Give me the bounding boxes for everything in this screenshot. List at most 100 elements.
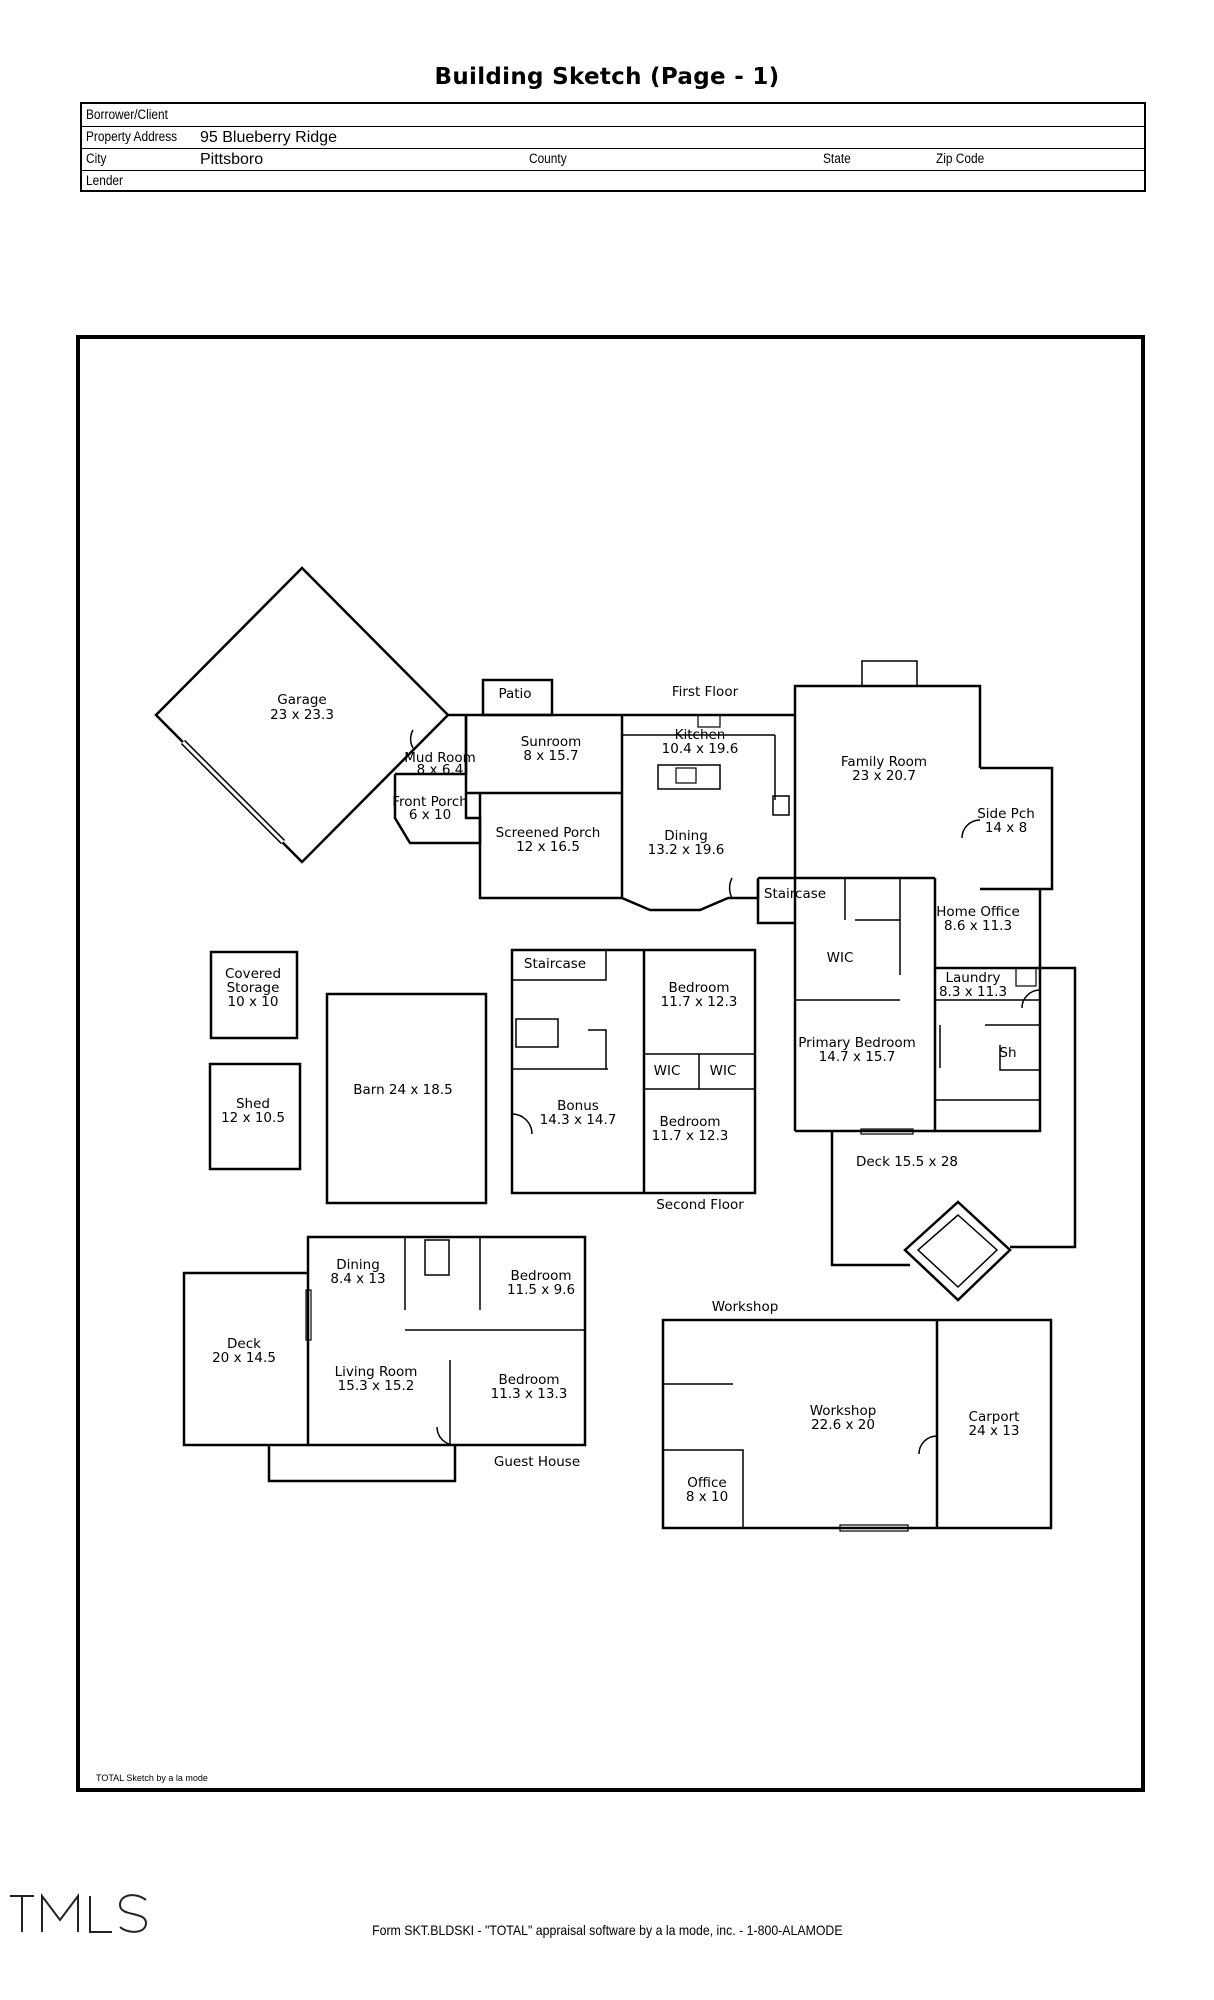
address-value: 95 Blueberry Ridge — [200, 129, 337, 146]
dining-name: Dining — [664, 828, 708, 844]
office-name: Office — [687, 1475, 726, 1491]
gh-deck-outline — [182, 1271, 308, 1447]
fridge-box — [772, 795, 790, 816]
side-pch-dims: 14 x 8 — [985, 820, 1027, 836]
hot-tub-inner — [916, 1213, 999, 1289]
home-office-name: Home Office — [936, 904, 1020, 920]
gh-deck-name: Deck — [227, 1336, 261, 1352]
sketch-frame — [76, 335, 1145, 1792]
state-label: State — [823, 151, 851, 166]
workshop-dims: 22.6 x 20 — [811, 1417, 875, 1433]
deck-main-name: Deck 15.5 x 28 — [856, 1154, 958, 1170]
sketch-credit: TOTAL Sketch by a la mode — [96, 1773, 208, 1783]
dining-door-swing — [728, 877, 733, 899]
primary-bedroom-dims: 14.7 x 15.7 — [819, 1049, 896, 1065]
header-row-address: Property Address 95 Blueberry Ridge — [82, 126, 1144, 149]
page-title: Building Sketch (Page - 1) — [434, 64, 780, 90]
carport-door-swing — [918, 1435, 938, 1455]
bathtub-2 — [515, 1018, 559, 1048]
gh-bedroom-b-dims: 11.3 x 13.3 — [491, 1386, 568, 1402]
side-porch-door-swing — [961, 819, 981, 839]
first-floor-label: First Floor — [672, 684, 739, 700]
covered-storage-name-part: Covered — [225, 966, 281, 982]
front-porch-name: Front Porch — [392, 794, 468, 810]
staircase-outline — [756, 878, 795, 925]
staircase-2-outline — [512, 950, 607, 981]
header-row-city: City Pittsboro County State Zip Code — [82, 148, 1144, 171]
primary-bedroom-name: Primary Bedroom — [798, 1035, 916, 1051]
address-label: Property Address — [86, 129, 178, 144]
kitchen-name: Kitchen — [675, 727, 726, 743]
kitchen-sink — [697, 714, 721, 728]
hot-tub-outer — [903, 1200, 1012, 1302]
city-value: Pittsboro — [200, 151, 264, 168]
gh-slider — [305, 1289, 312, 1341]
primary-bath-outline — [933, 968, 1042, 1133]
garage-door-inner — [181, 740, 285, 844]
family-room-dims: 23 x 20.7 — [852, 768, 916, 784]
wic-2a-name: WIC — [654, 1063, 681, 1079]
guest-house-label: Guest House — [494, 1454, 580, 1470]
gh-door-swing — [436, 1426, 456, 1446]
borrower-label: Borrower/Client — [86, 107, 168, 122]
family-room-name: Family Room — [841, 754, 927, 770]
footer: Form SKT.BLDSKI - "TOTAL" appraisal soft… — [0, 1922, 1214, 1938]
workshop-door — [839, 1524, 909, 1532]
carport-name: Carport — [969, 1409, 1020, 1425]
garage-name: Garage — [277, 692, 326, 708]
bedroom-2b-name: Bedroom — [659, 1114, 720, 1130]
mud-room-name: Mud Room — [404, 750, 476, 766]
screened-porch-name: Screened Porch — [496, 825, 601, 841]
front-porch-dims: 6 x 10 — [409, 807, 451, 823]
mud-room-dims: 8 x 6.4 — [417, 762, 464, 778]
laundry-door-swing — [1021, 989, 1041, 1009]
wic-2b-name: WIC — [710, 1063, 737, 1079]
deck-right — [1010, 966, 1077, 1249]
garage-outline — [154, 566, 450, 864]
wic-main-name: WIC — [827, 950, 854, 966]
covered-storage-name-part: Storage — [227, 980, 280, 996]
covered-storage-dims: 10 x 10 — [228, 994, 279, 1010]
deck-left — [830, 1131, 910, 1267]
covered-storage-outline — [209, 950, 299, 1040]
laundry-sink — [1015, 967, 1037, 987]
city-label: City — [86, 151, 107, 166]
shed-name: Shed — [236, 1096, 270, 1112]
tmls-logo — [4, 1886, 154, 1941]
header-row-borrower: Borrower/Client — [82, 104, 1144, 127]
second-floor-outline — [510, 948, 757, 1195]
guest-house-outline — [306, 1235, 587, 1447]
bonus-dims: 14.3 x 14.7 — [540, 1112, 617, 1128]
fireplace — [861, 660, 918, 687]
office-dims: 8 x 10 — [686, 1489, 728, 1505]
workshop-outline — [661, 1318, 1053, 1530]
header-table: Borrower/Client Property Address 95 Blue… — [80, 102, 1146, 192]
gh-bedroom-a-dims: 11.5 x 9.6 — [507, 1282, 575, 1298]
side-porch-outline — [980, 766, 1054, 891]
laundry-name: Laundry — [945, 970, 1000, 986]
bedroom-2a-name: Bedroom — [668, 980, 729, 996]
gh-living-dims: 15.3 x 15.2 — [338, 1378, 415, 1394]
sh-name: Sh — [999, 1045, 1016, 1061]
header-row-lender: Lender — [82, 170, 1144, 192]
county-label: County — [529, 151, 567, 166]
mud-room-door-swing — [409, 729, 414, 749]
workshop-section-label: Workshop — [712, 1299, 779, 1315]
second-floor-label: Second Floor — [656, 1197, 744, 1213]
gh-deck-dims: 20 x 14.5 — [212, 1350, 276, 1366]
sunroom-name: Sunroom — [521, 734, 582, 750]
garage-dims: 23 x 23.3 — [270, 707, 334, 723]
office-outline — [663, 1449, 744, 1528]
screened-porch-outline — [478, 715, 624, 900]
gh-bedroom-a-name: Bedroom — [510, 1268, 571, 1284]
home-office-outline — [933, 878, 1042, 970]
tmls-logo-mark — [10, 1893, 148, 1933]
slider-door — [860, 1128, 914, 1135]
gh-dining-name: Dining — [336, 1257, 380, 1273]
footer-text: Form SKT.BLDSKI - "TOTAL" appraisal soft… — [371, 1922, 843, 1938]
bedroom-2b-dims: 11.7 x 12.3 — [652, 1128, 729, 1144]
gh-dining-dims: 8.4 x 13 — [330, 1271, 385, 1287]
zip-label: Zip Code — [936, 151, 985, 166]
